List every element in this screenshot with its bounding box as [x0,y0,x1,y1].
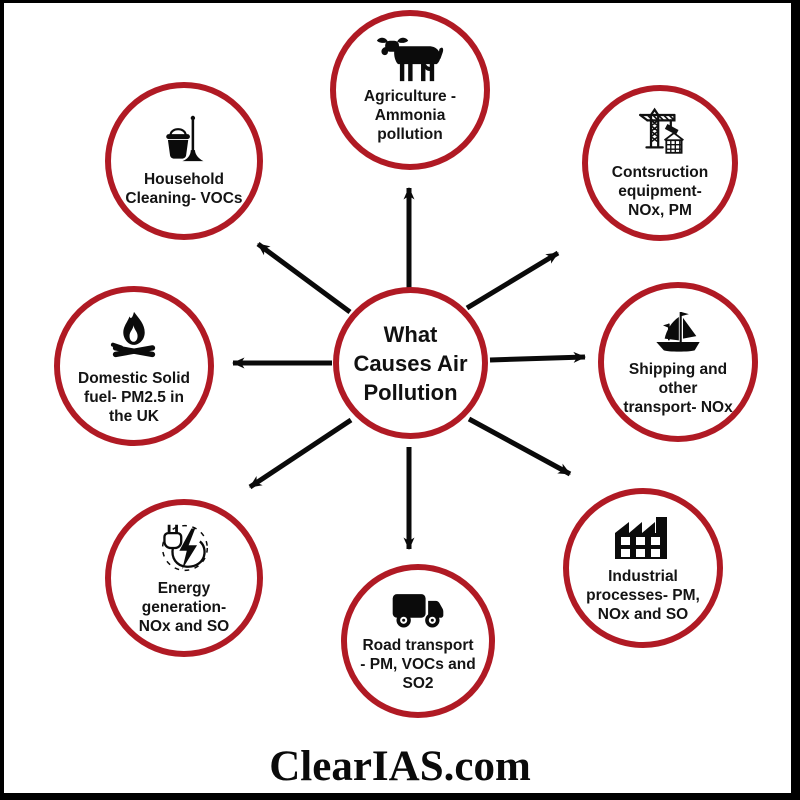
campfire-icon [110,311,156,357]
node-label: Road transport - PM, VOCs and SO2 [360,636,476,692]
ship-icon [656,311,700,352]
cow-icon [376,37,444,81]
node-industrial: Industrial processes- PM, NOx and SO [563,488,723,648]
node-road-transport: Road transport - PM, VOCs and SO2 [341,564,495,718]
node-label: Shipping and other transport- NOx [623,360,733,416]
node-shipping: Shipping and other transport- NOx [598,282,758,442]
bucket-mop-icon [166,115,204,162]
node-household: Household Cleaning- VOCs [105,82,263,240]
center-topic-circle: What Causes Air Pollution [333,287,488,439]
truck-icon [392,593,444,627]
node-agriculture: Agriculture - Ammonia pollution [330,10,490,170]
node-energy: Energy generation- NOx and SO [105,499,263,657]
plug-lightning-icon [161,524,209,571]
brand-footer: ClearIAS.com [269,743,531,790]
node-label: Contsruction equipment- NOx, PM [611,163,709,219]
node-label: Energy generation- NOx and SO [138,579,230,635]
node-domestic-fuel: Domestic Solid fuel- PM2.5 in the UK [54,286,214,446]
node-label: Agriculture - Ammonia pollution [363,87,457,143]
center-topic-label: What Causes Air Pollution [353,321,468,405]
factory-icon [615,516,667,559]
node-label: Household Cleaning- VOCs [125,171,243,207]
node-construction: Contsruction equipment- NOx, PM [582,85,738,241]
node-label: Domestic Solid fuel- PM2.5 in the UK [78,369,190,425]
node-label: Industrial processes- PM, NOx and SO [586,567,700,623]
crane-icon [639,107,684,154]
